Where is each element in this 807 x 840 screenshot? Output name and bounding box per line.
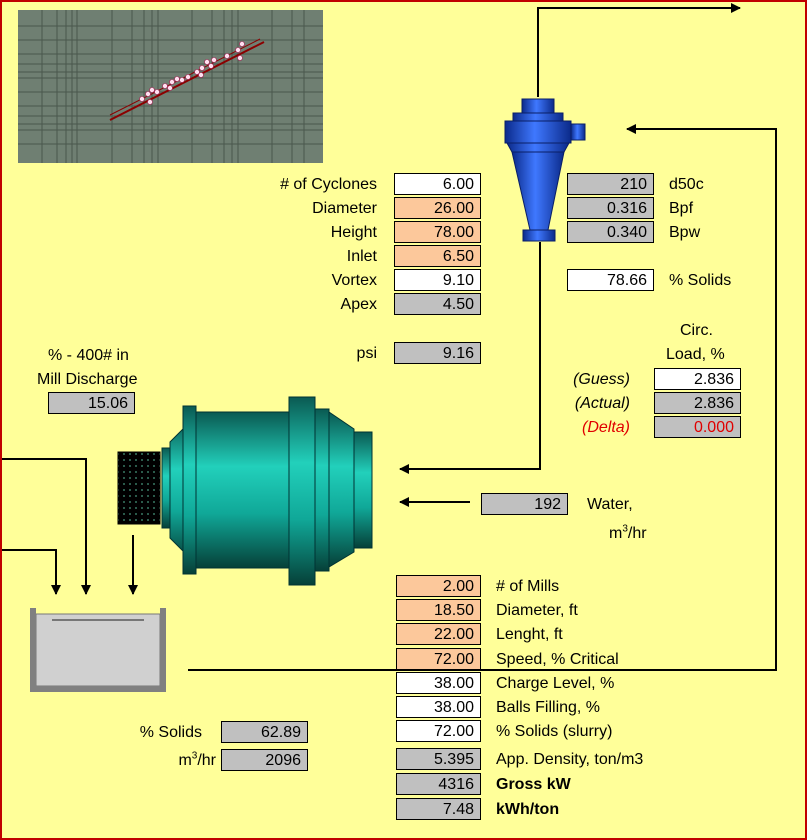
water-label: Water, [587, 496, 633, 513]
mill-count-label: # of Mills [496, 578, 560, 595]
cyclone-apex-value: 4.50 [394, 293, 481, 315]
cyclone-apex-label: Apex [340, 296, 377, 313]
cyclone-height-label: Height [330, 224, 377, 241]
charge-level-label: Charge Level, % [496, 675, 615, 692]
cyclone-inlet-label: Inlet [346, 248, 377, 265]
circ-load-actual-value: 2.836 [654, 392, 741, 414]
cyclone-inlet-input[interactable]: 6.50 [394, 245, 481, 267]
sump-flow-value: 2096 [221, 749, 308, 771]
mill-diameter-input[interactable]: 18.50 [396, 599, 481, 621]
mill-length-label: Lenght, ft [496, 626, 563, 643]
mill-diameter-label: Diameter, ft [496, 602, 578, 619]
mill-discharge-label-line1: % - 400# in [48, 347, 129, 364]
mill-discharge-value: 15.06 [48, 392, 135, 414]
circ-load-delta-value: 0.000 [654, 416, 741, 438]
charge-level-input[interactable]: 38.00 [396, 672, 481, 694]
delta-label: (Delta) [581, 419, 630, 436]
gross-kw-value: 4316 [396, 773, 481, 795]
mill-speed-input[interactable]: 72.00 [396, 648, 481, 670]
sump-solids-value: 62.89 [221, 721, 308, 743]
sump-icon [30, 608, 166, 692]
bpw-value: 0.340 [567, 221, 654, 243]
d50c-value: 210 [567, 173, 654, 195]
balls-filling-label: Balls Filling, % [496, 699, 601, 716]
balls-filling-input[interactable]: 38.00 [396, 696, 481, 718]
actual-label: (Actual) [574, 395, 630, 412]
gross-kw-label: Gross kW [496, 776, 571, 793]
water-unit: m3/hr [609, 523, 647, 542]
ball-mill-icon [117, 396, 373, 586]
cyclone-count-input[interactable]: 6.00 [394, 173, 481, 195]
circ-load-header-line1: Circ. [680, 322, 713, 339]
bpf-value: 0.316 [567, 197, 654, 219]
kwh-per-ton-value: 7.48 [396, 798, 481, 820]
circ-load-header-line2: Load, % [666, 346, 725, 363]
cyclone-vortex-label: Vortex [331, 272, 377, 289]
overflow-solids-value: 78.66 [567, 269, 654, 291]
slurry-solids-label: % Solids (slurry) [496, 723, 613, 740]
cyclone-count-label: # of Cyclones [280, 176, 377, 193]
guess-label: (Guess) [573, 371, 630, 388]
d50c-label: d50c [669, 176, 704, 193]
sump-solids-label: % Solids [139, 724, 202, 741]
cyclone-vortex-input[interactable]: 9.10 [394, 269, 481, 291]
psi-value: 9.16 [394, 342, 481, 364]
slurry-solids-input[interactable]: 72.00 [396, 720, 481, 742]
bpf-label: Bpf [669, 200, 694, 217]
cyclone-height-input[interactable]: 78.00 [394, 221, 481, 243]
kwh-per-ton-label: kWh/ton [496, 801, 560, 818]
mill-speed-label: Speed, % Critical [496, 651, 619, 668]
overflow-solids-label: % Solids [669, 272, 732, 289]
bpw-label: Bpw [669, 224, 701, 241]
app-density-label: App. Density, ton/m3 [496, 751, 644, 768]
app-density-value: 5.395 [396, 748, 481, 770]
water-value[interactable]: 192 [481, 493, 568, 515]
psi-label: psi [356, 345, 377, 362]
mill-discharge-label-line2: Mill Discharge [37, 371, 138, 388]
sump-flow-label: m3/hr [178, 750, 216, 769]
cyclone-diameter-label: Diameter [312, 200, 377, 217]
mill-count-input[interactable]: 2.00 [396, 575, 481, 597]
mill-length-input[interactable]: 22.00 [396, 623, 481, 645]
cyclone-diameter-input[interactable]: 26.00 [394, 197, 481, 219]
circ-load-guess-input[interactable]: 2.836 [654, 368, 741, 390]
size-distribution-chart [18, 10, 323, 163]
hydrocyclone-icon [504, 98, 586, 242]
